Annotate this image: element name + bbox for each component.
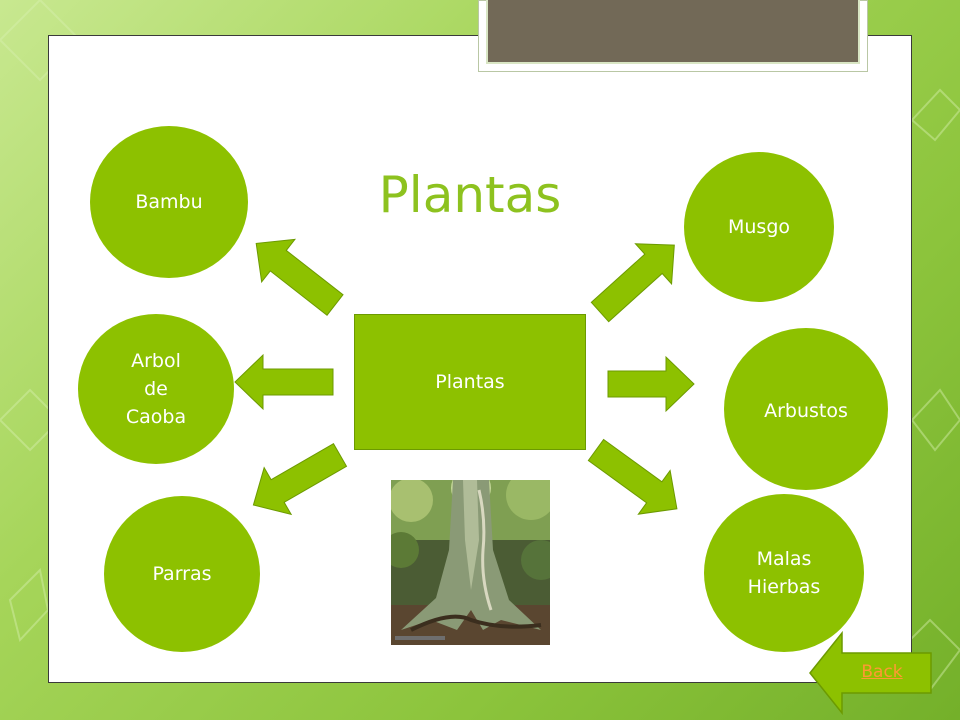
node-parras-label: Parras — [152, 563, 212, 585]
node-arbol-line-1: Arbol — [131, 350, 181, 372]
node-malas-hierbas-label: Malas Hierbas — [748, 545, 821, 601]
arrow-to-arbustos — [607, 355, 695, 413]
title-tab — [486, 0, 860, 64]
node-malas-line-2: Hierbas — [747, 576, 821, 598]
node-arbol-line-2: de — [144, 378, 168, 400]
node-musgo: Musgo — [684, 152, 834, 302]
center-node-label: Plantas — [435, 371, 505, 393]
tree-photo — [391, 480, 550, 645]
slide-title: Plantas — [378, 166, 562, 224]
arrow-to-musgo — [590, 243, 675, 323]
node-musgo-label: Musgo — [727, 216, 791, 238]
node-bambu: Bambu — [90, 126, 248, 278]
node-arbol-de-caoba: Arbol de Caoba — [78, 314, 234, 464]
arrow-to-parras — [252, 443, 348, 516]
arrow-to-bambu — [255, 238, 344, 316]
node-arbol-line-3: Caoba — [125, 406, 187, 428]
back-button[interactable] — [808, 631, 934, 715]
node-malas-hierbas: Malas Hierbas — [704, 494, 864, 652]
node-parras: Parras — [104, 496, 260, 652]
arrow-to-malas-hierbas — [587, 438, 678, 515]
node-bambu-label: Bambu — [135, 191, 203, 213]
arrow-to-arbol — [234, 353, 334, 411]
node-malas-line-1: Malas — [756, 548, 812, 570]
back-link[interactable]: Back — [861, 662, 903, 682]
node-arbustos: Arbustos — [724, 328, 888, 490]
center-node-plantas: Plantas — [354, 314, 586, 450]
node-arbol-label: Arbol de Caoba — [126, 347, 186, 431]
node-arbustos-label: Arbustos — [764, 400, 848, 422]
